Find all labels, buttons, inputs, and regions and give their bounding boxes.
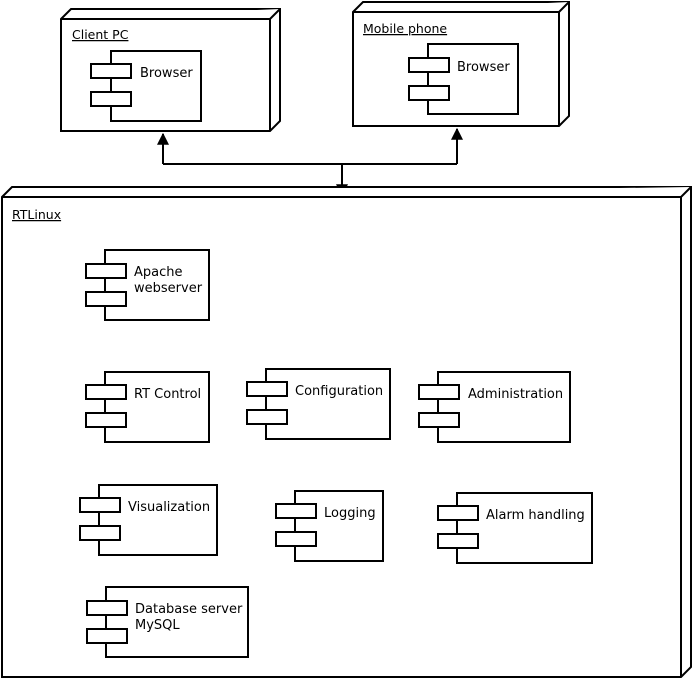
component-tab-icon <box>85 384 127 400</box>
component-label-line1: Apache <box>134 265 183 280</box>
node-rtlinux: RTLinux Apache webserver RT Control Conf… <box>1 186 692 678</box>
component-tab-icon <box>86 600 128 616</box>
component-administration: Administration <box>418 371 571 443</box>
component-body <box>110 50 202 122</box>
component-alarm-handling: Alarm handling <box>437 492 593 564</box>
component-label: Administration <box>468 387 563 402</box>
component-label: Browser <box>457 60 510 75</box>
component-body <box>456 492 593 564</box>
component-tab-icon <box>437 505 479 521</box>
component-label-line2: MySQL <box>135 618 180 633</box>
component-tab-icon <box>90 91 132 107</box>
component-apache-webserver: Apache webserver <box>85 249 210 321</box>
component-label-line2: webserver <box>134 281 203 296</box>
component-logging: Logging <box>275 490 384 562</box>
component-body <box>265 368 391 440</box>
component-configuration: Configuration <box>246 368 391 440</box>
component-label: Configuration <box>295 384 383 399</box>
connectors <box>157 127 463 197</box>
component-tab-icon <box>437 533 479 549</box>
component-rt-control: RT Control <box>85 371 210 443</box>
component-tab-icon <box>275 531 317 547</box>
component-tab-icon <box>408 85 450 101</box>
node-rtlinux-title: RTLinux <box>12 207 61 222</box>
component-visualization: Visualization <box>79 484 218 556</box>
component-body <box>104 249 210 321</box>
component-tab-icon <box>90 63 132 79</box>
component-label: Logging <box>324 506 376 521</box>
component-tab-icon <box>408 57 450 73</box>
node-mobile-phone-title: Mobile phone <box>363 21 447 36</box>
component-body <box>427 43 519 115</box>
component-body <box>104 371 210 443</box>
component-label: RT Control <box>134 387 201 402</box>
node-mobile-phone: Mobile phone Browser <box>352 1 570 127</box>
component-label: Alarm handling <box>486 508 585 523</box>
component-body <box>294 490 384 562</box>
node-client-pc: Client PC Browser <box>60 8 281 132</box>
component-tab-icon <box>246 409 288 425</box>
component-tab-icon <box>79 525 121 541</box>
component-label: Visualization <box>128 500 210 515</box>
component-tab-icon <box>85 263 127 279</box>
component-body <box>437 371 571 443</box>
component-tab-icon <box>418 412 460 428</box>
component-database-server: Database server MySQL <box>86 586 249 658</box>
component-tab-icon <box>85 291 127 307</box>
component-tab-icon <box>275 503 317 519</box>
component-body <box>98 484 218 556</box>
component-tab-icon <box>246 381 288 397</box>
component-browser-mobile: Browser <box>408 43 519 115</box>
component-tab-icon <box>86 628 128 644</box>
component-body <box>105 586 249 658</box>
component-tab-icon <box>85 412 127 428</box>
component-label: Browser <box>140 66 193 81</box>
component-browser-client: Browser <box>90 50 202 122</box>
node-client-pc-title: Client PC <box>72 27 129 42</box>
component-label-line1: Database server <box>135 602 243 617</box>
component-tab-icon <box>79 497 121 513</box>
component-tab-icon <box>418 384 460 400</box>
